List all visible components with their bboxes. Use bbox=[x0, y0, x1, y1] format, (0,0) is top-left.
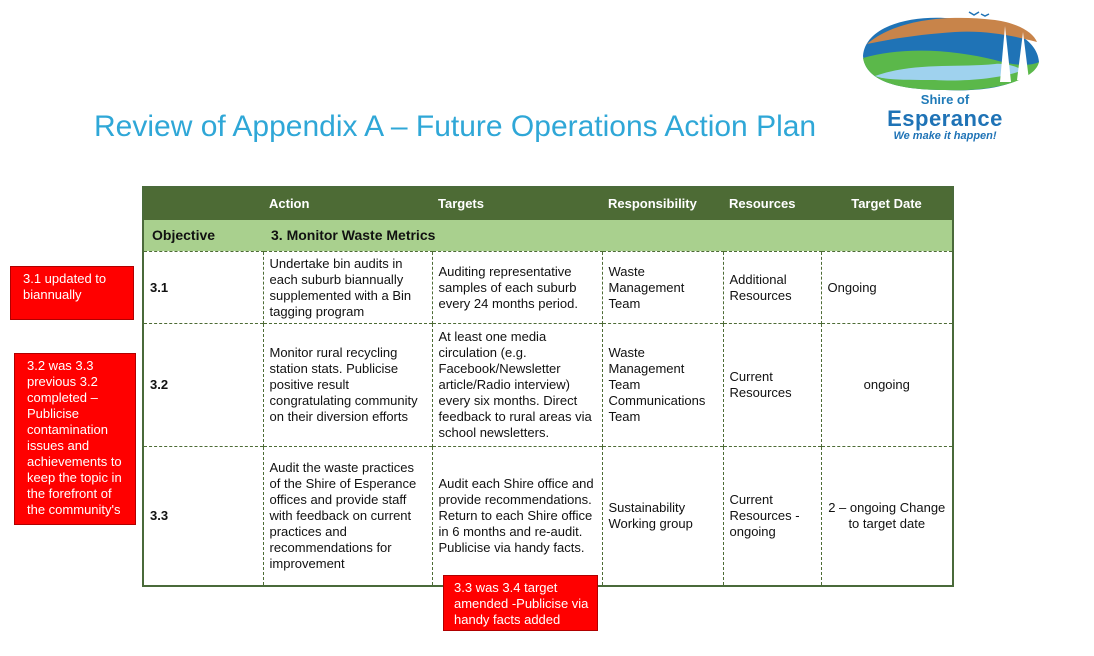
logo-landscape-icon bbox=[863, 11, 1039, 91]
row-targets: Auditing representative samples of each … bbox=[431, 250, 602, 324]
objective-row: Objective 3. Monitor Waste Metrics bbox=[143, 220, 953, 252]
header-targets: Targets bbox=[432, 187, 602, 220]
table-row: 3.3 Audit the waste practices of the Shi… bbox=[143, 446, 953, 586]
row-targets: At least one media circulation (e.g. Fac… bbox=[431, 323, 602, 447]
row-action: Audit the waste practices of the Shire o… bbox=[262, 446, 432, 586]
row-action: Monitor rural recycling station stats. P… bbox=[262, 323, 432, 447]
row-action: Undertake bin audits in each suburb bian… bbox=[262, 250, 432, 324]
row-responsibility: Sustainability Working group bbox=[601, 446, 723, 586]
row-id: 3.3 bbox=[143, 446, 263, 586]
row-id: 3.1 bbox=[143, 250, 263, 324]
note-3-2: 3.2 was 3.3 previous 3.2 completed – Pub… bbox=[14, 353, 136, 525]
header-row: Action Targets Responsibility Resources … bbox=[143, 187, 953, 220]
logo-tagline: We make it happen! bbox=[893, 130, 997, 142]
page-title: Review of Appendix A – Future Operations… bbox=[94, 110, 817, 143]
row-date: ongoing bbox=[820, 323, 953, 447]
note-3-3: 3.3 was 3.4 target amended -Publicise vi… bbox=[443, 575, 598, 631]
row-targets: Audit each Shire office and provide reco… bbox=[431, 446, 602, 586]
row-resources: Current Resources - ongoing bbox=[722, 446, 821, 586]
row-id: 3.2 bbox=[143, 323, 263, 447]
row-date: Ongoing bbox=[820, 250, 953, 324]
row-resources: Current Resources bbox=[722, 323, 821, 447]
action-plan-table: Action Targets Responsibility Resources … bbox=[142, 186, 954, 587]
header-target-date: Target Date bbox=[821, 187, 953, 220]
header-action: Action bbox=[263, 187, 432, 220]
header-cell bbox=[143, 187, 263, 220]
row-resources: Additional Resources bbox=[722, 250, 821, 324]
table-row: 3.2 Monitor rural recycling station stat… bbox=[143, 323, 953, 447]
objective-text: 3. Monitor Waste Metrics bbox=[263, 220, 953, 252]
header-resources: Resources bbox=[723, 187, 821, 220]
row-date: 2 – ongoing Change to target date bbox=[820, 446, 953, 586]
note-3-1: 3.1 updated to biannually bbox=[10, 266, 134, 320]
header-responsibility: Responsibility bbox=[602, 187, 723, 220]
row-responsibility: Waste Management Team Communications Tea… bbox=[601, 323, 723, 447]
shire-logo: Shire of Esperance We make it happen! bbox=[845, 6, 1045, 152]
logo-shire-text: Shire of bbox=[920, 92, 970, 107]
objective-label: Objective bbox=[143, 220, 263, 252]
table-row: 3.1 Undertake bin audits in each suburb … bbox=[143, 250, 953, 324]
logo-name-text: Esperance bbox=[887, 106, 1003, 131]
row-responsibility: Waste Management Team bbox=[601, 250, 723, 324]
